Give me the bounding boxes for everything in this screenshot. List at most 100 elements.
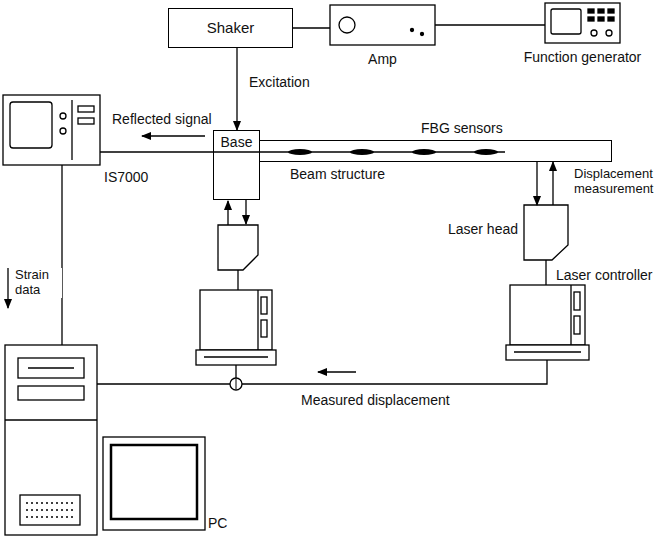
amp-case — [330, 5, 435, 45]
tower-grille-dots — [26, 516, 74, 517]
measurement-arrow — [227, 201, 228, 225]
amp-dot — [411, 29, 414, 32]
fbg-sensor — [288, 149, 312, 155]
generator-case — [545, 3, 620, 43]
measurement-arrow — [245, 200, 246, 224]
base-box: Base — [213, 130, 260, 200]
pc: PC — [5, 345, 97, 535]
pc-monitor — [103, 437, 205, 530]
controller-slot — [574, 292, 580, 310]
cable — [235, 365, 236, 378]
controller-slot — [261, 297, 267, 314]
fbg-sensor — [350, 149, 374, 155]
amplifier-device: Amp — [330, 5, 435, 45]
pc-tower — [5, 345, 97, 535]
signal-junction — [230, 378, 242, 390]
controller-base — [196, 350, 276, 365]
cable — [237, 270, 238, 290]
laser-head: Laser head — [524, 205, 568, 260]
interrogator — [3, 95, 100, 165]
generator-button — [598, 9, 604, 13]
controller-base — [506, 345, 589, 360]
laser-controller: Laser controller — [510, 285, 585, 360]
node-label: Beam structure — [290, 166, 385, 182]
generator-knob — [606, 30, 612, 36]
connector-line — [293, 27, 330, 28]
part-label: FBG sensors — [420, 120, 504, 136]
laser-controller-shape — [196, 290, 276, 365]
function-generator-device: Function generator — [545, 3, 620, 43]
generator-button — [588, 17, 594, 21]
controller-slot — [574, 316, 580, 334]
controller-case — [510, 285, 585, 345]
shaker-box: Shaker — [168, 8, 293, 48]
fbg-sensor — [474, 149, 498, 155]
controller-case — [200, 290, 272, 350]
signal-label: Strain data — [14, 268, 62, 298]
monitor-frame — [103, 437, 205, 530]
generator-screen — [551, 9, 581, 34]
signal-label: Reflected signal — [111, 111, 213, 127]
generator-button — [588, 9, 594, 13]
node-label: Amp — [368, 51, 397, 67]
signal-label: Displacement measurement — [573, 167, 665, 197]
node-label: PC — [208, 515, 227, 531]
direction-arrow — [318, 371, 356, 372]
monitor-screen — [111, 445, 197, 519]
signal-label: Excitation — [248, 74, 311, 90]
connector-line — [236, 48, 237, 130]
tower-drive-slot — [28, 367, 74, 368]
interrogator-port — [60, 113, 66, 119]
node-label: Shaker — [207, 19, 255, 36]
tower-drive — [18, 386, 84, 400]
tower-grille-dots — [26, 502, 74, 503]
fbg-sensor — [412, 149, 436, 155]
connector-line — [435, 24, 545, 25]
amp-knob — [339, 17, 355, 33]
controller-base-line — [204, 356, 268, 357]
controller-divider — [570, 285, 571, 345]
controller-base-line — [514, 351, 581, 352]
tower-divider — [5, 419, 97, 420]
function-generator — [545, 3, 620, 43]
generator-knob — [591, 30, 597, 36]
tower-drive — [18, 358, 84, 378]
connector-line — [536, 162, 537, 205]
connector-line — [552, 162, 553, 205]
interrogator-slot — [78, 106, 94, 112]
node-label: IS7000 — [104, 169, 148, 185]
direction-arrow — [142, 135, 205, 136]
interrogator-port — [60, 128, 66, 134]
signal-junction-mark — [236, 379, 237, 389]
controller-slot — [261, 320, 267, 337]
tower-grille — [20, 495, 80, 525]
laser-controller-shape — [506, 285, 589, 360]
generator-button — [608, 17, 614, 21]
connector-line — [545, 260, 546, 285]
node-label: Function generator — [524, 49, 642, 65]
controller-divider — [257, 290, 258, 350]
amplifier — [330, 5, 435, 45]
interrogator-divider — [71, 100, 72, 160]
signal-label: Measured displacement — [300, 392, 451, 408]
node-label: Laser head — [448, 221, 518, 237]
interrogator-screen — [10, 102, 52, 148]
direction-arrow — [7, 268, 8, 308]
generator-button — [608, 9, 614, 13]
interrogator-slot — [78, 118, 94, 124]
node-label: Base — [221, 134, 253, 150]
connector-line — [61, 165, 62, 345]
generator-button — [598, 17, 604, 21]
interrogator-case — [3, 95, 100, 165]
laser-head-shape — [524, 205, 568, 260]
amp-dot — [421, 33, 424, 36]
laser-head-shape — [218, 225, 258, 270]
connector-line — [100, 151, 213, 152]
tower-case — [5, 345, 97, 535]
node-label: Laser controller — [556, 267, 653, 283]
beam-structure: Beam structure — [259, 140, 612, 162]
connector-line — [97, 360, 547, 384]
interrogator-device: IS7000 — [3, 95, 100, 165]
tower-grille-dots — [26, 509, 74, 510]
